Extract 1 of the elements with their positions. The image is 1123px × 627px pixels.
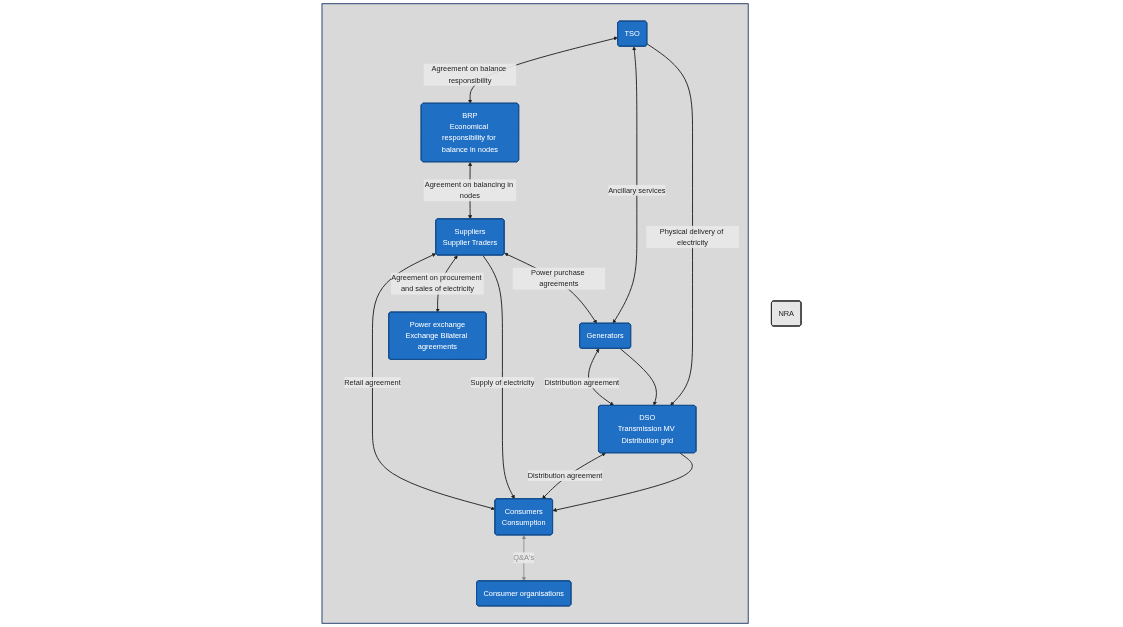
cluster [321,3,749,624]
